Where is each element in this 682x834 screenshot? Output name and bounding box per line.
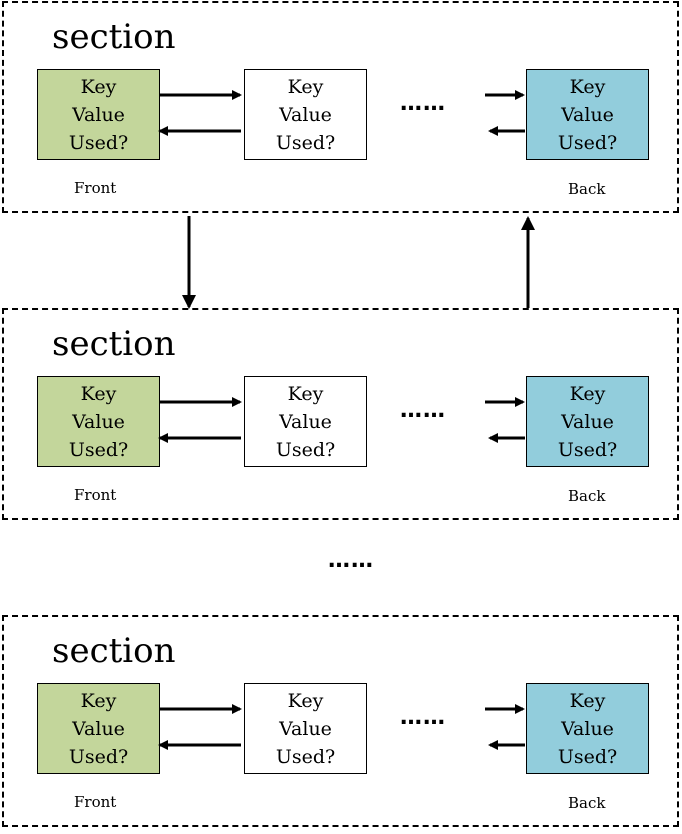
front-node: Key Value Used? xyxy=(37,683,160,774)
node-used-label: Used? xyxy=(68,745,129,768)
sections-ellipsis: …… xyxy=(328,548,374,573)
node-used-label: Used? xyxy=(557,745,618,768)
middle-node: Key Value Used? xyxy=(244,69,367,160)
ellipsis: …… xyxy=(400,705,446,730)
middle-node: Key Value Used? xyxy=(244,683,367,774)
node-value-label: Value xyxy=(72,410,125,433)
node-value-label: Value xyxy=(279,103,332,126)
middle-node: Key Value Used? xyxy=(244,376,367,467)
node-used-label: Used? xyxy=(68,438,129,461)
node-used-label: Used? xyxy=(557,438,618,461)
node-value-label: Value xyxy=(279,410,332,433)
section-box-1: section Key Value Used? Key Value Used? … xyxy=(2,1,679,213)
ellipsis: …… xyxy=(400,91,446,116)
node-key-label: Key xyxy=(80,689,117,712)
node-key-label: Key xyxy=(569,689,606,712)
front-node: Key Value Used? xyxy=(37,69,160,160)
node-value-label: Value xyxy=(279,717,332,740)
node-key-label: Key xyxy=(569,382,606,405)
node-value-label: Value xyxy=(561,103,614,126)
front-caption: Front xyxy=(74,486,117,504)
node-used-label: Used? xyxy=(275,745,336,768)
node-used-label: Used? xyxy=(557,131,618,154)
section-title: section xyxy=(52,17,176,57)
back-caption: Back xyxy=(568,180,606,198)
front-caption: Front xyxy=(74,793,117,811)
node-used-label: Used? xyxy=(275,438,336,461)
front-caption: Front xyxy=(74,179,117,197)
front-node: Key Value Used? xyxy=(37,376,160,467)
node-key-label: Key xyxy=(569,75,606,98)
node-value-label: Value xyxy=(72,717,125,740)
back-node: Key Value Used? xyxy=(526,376,649,467)
node-value-label: Value xyxy=(72,103,125,126)
node-value-label: Value xyxy=(561,410,614,433)
node-used-label: Used? xyxy=(275,131,336,154)
node-key-label: Key xyxy=(80,75,117,98)
node-used-label: Used? xyxy=(68,131,129,154)
section-title: section xyxy=(52,631,176,671)
node-value-label: Value xyxy=(561,717,614,740)
node-key-label: Key xyxy=(80,382,117,405)
section-box-2: section Key Value Used? Key Value Used? … xyxy=(2,308,679,520)
back-node: Key Value Used? xyxy=(526,69,649,160)
back-caption: Back xyxy=(568,487,606,505)
back-node: Key Value Used? xyxy=(526,683,649,774)
section-box-3: section Key Value Used? Key Value Used? … xyxy=(2,615,679,827)
node-key-label: Key xyxy=(287,689,324,712)
node-key-label: Key xyxy=(287,75,324,98)
ellipsis: …… xyxy=(400,398,446,423)
section-title: section xyxy=(52,324,176,364)
back-caption: Back xyxy=(568,794,606,812)
node-key-label: Key xyxy=(287,382,324,405)
